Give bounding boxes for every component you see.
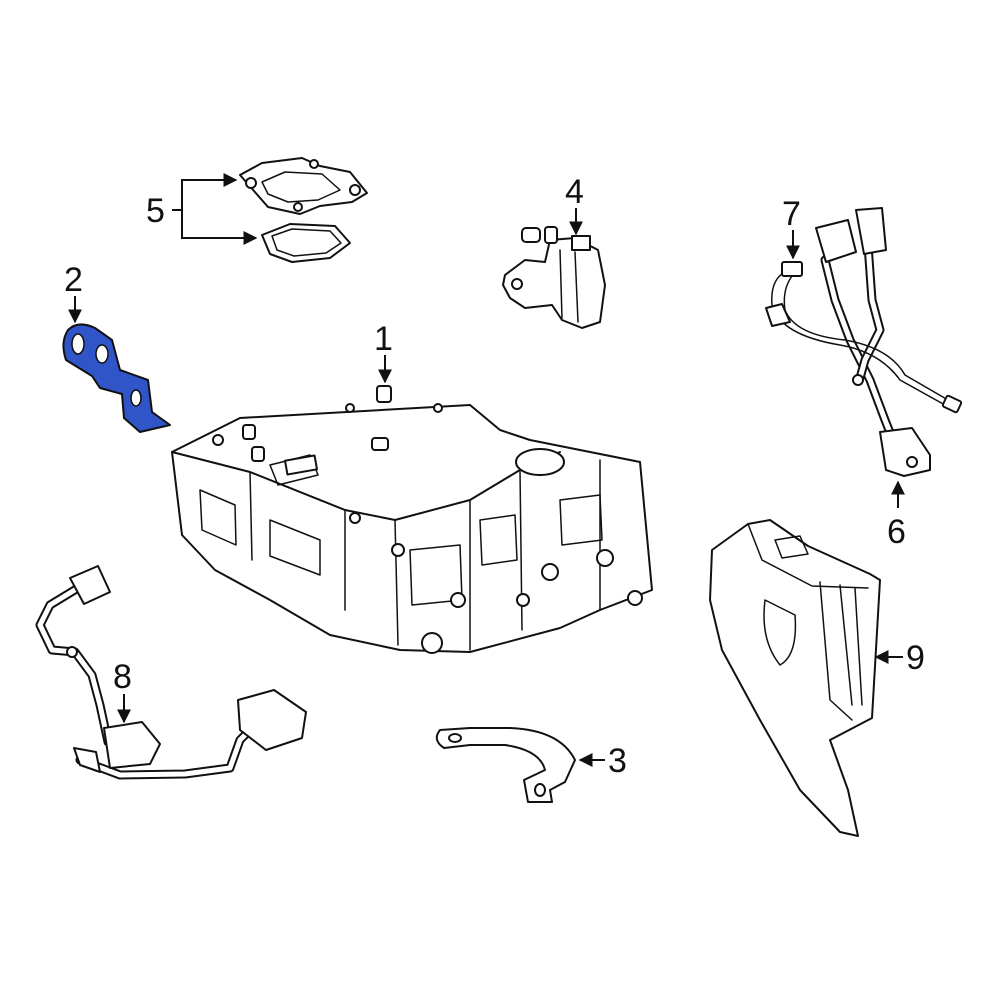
part-4-sensor[interactable]: [502, 226, 606, 329]
callout-6: 6: [887, 513, 906, 551]
part-6-wire-harness[interactable]: [815, 207, 931, 477]
callout-1: 1: [374, 320, 393, 358]
part-5-gasket-upper[interactable]: [239, 157, 368, 215]
callout-7: 7: [782, 195, 801, 233]
callout-labels: 1 2 3 4 5 6 7 8 9: [64, 173, 925, 780]
part-7-small-harness[interactable]: [765, 261, 963, 414]
part-8-wire-harness[interactable]: [35, 565, 307, 780]
leader-lines: [68, 173, 905, 767]
part-5-gasket-lower[interactable]: [261, 223, 351, 263]
part-1-inverter-assembly[interactable]: [171, 385, 653, 654]
callout-2: 2: [64, 261, 83, 299]
part-3-bracket[interactable]: [435, 727, 576, 803]
callout-8: 8: [113, 658, 132, 696]
part-2-bracket[interactable]: [62, 323, 171, 433]
callout-4: 4: [565, 173, 584, 211]
callout-5: 5: [146, 192, 165, 230]
callout-9: 9: [906, 639, 925, 677]
callout-3: 3: [608, 742, 627, 780]
part-9-cover[interactable]: [709, 519, 881, 837]
